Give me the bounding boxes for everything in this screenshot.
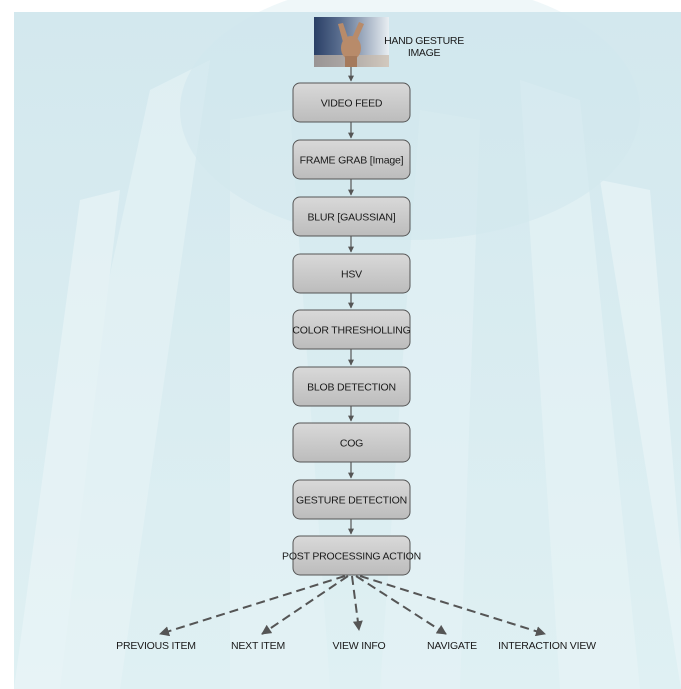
- hand-gesture-photo-icon: [314, 17, 389, 67]
- pipeline-step: BLOB DETECTION: [292, 366, 411, 407]
- pipeline-step: POST PROCESSING ACTION: [282, 535, 421, 576]
- node-label: HSV: [341, 269, 362, 281]
- image-caption-line-1: HAND GESTURE: [384, 35, 464, 47]
- arrow-to-view-info: [351, 575, 363, 631]
- pipeline-step: FRAME GRAB [Image]: [292, 139, 411, 180]
- output-previous-item: PREVIOUS ITEM: [116, 640, 196, 652]
- output-navigate: NAVIGATE: [427, 640, 477, 652]
- pipeline-step: HSV: [292, 253, 411, 294]
- node-label: BLOB DETECTION: [307, 382, 396, 394]
- output-interaction-view: INTERACTION VIEW: [498, 640, 596, 652]
- pipeline-step: GESTURE DETECTION: [292, 479, 411, 520]
- node-box: [292, 535, 411, 576]
- node-label: BLUR [GAUSSIAN]: [307, 212, 395, 224]
- node-label: COG: [340, 438, 363, 450]
- output-arrows: [159, 575, 546, 637]
- arrow-to-interaction-view: [359, 575, 546, 637]
- image-caption-line-2: IMAGE: [408, 47, 441, 59]
- node-label: VIDEO FEED: [321, 98, 383, 110]
- pipeline: VIDEO FEED FRAME GRAB [Image] BLUR [GAUS…: [282, 82, 421, 576]
- arrow-to-previous-item: [159, 575, 346, 637]
- arrow-to-navigate: [355, 575, 447, 635]
- output-next-item: NEXT ITEM: [231, 640, 285, 652]
- node-label: POST PROCESSING ACTION: [282, 551, 421, 563]
- output-labels: PREVIOUS ITEM NEXT ITEM VIEW INFO NAVIGA…: [116, 640, 596, 652]
- node-label: GESTURE DETECTION: [296, 495, 407, 507]
- pipeline-step: COG: [292, 422, 411, 463]
- node-label: FRAME GRAB [Image]: [300, 155, 404, 167]
- node-label: COLOR THRESHOLLING: [292, 325, 410, 337]
- output-view-info: VIEW INFO: [332, 640, 385, 652]
- pipeline-step: BLUR [GAUSSIAN]: [292, 196, 411, 237]
- pipeline-step: VIDEO FEED: [292, 82, 411, 123]
- pipeline-step: COLOR THRESHOLLING: [292, 309, 411, 350]
- arrow-to-next-item: [261, 575, 349, 635]
